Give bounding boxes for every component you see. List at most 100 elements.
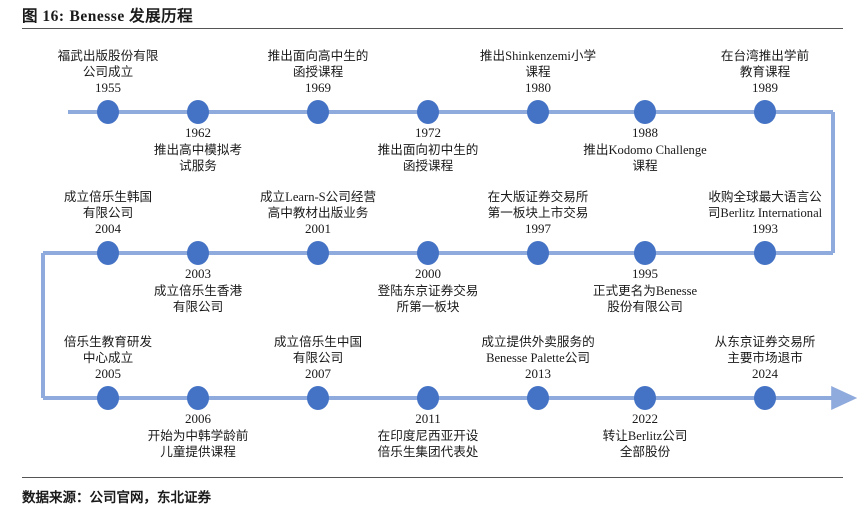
figure-source: 数据来源：公司官网，东北证券 (22, 490, 211, 505)
timeline-event-2011: 2011 在印度尼西亚开设倍乐生集团代表处 (378, 411, 479, 460)
event-description-line: 登陆东京证券交易 (377, 283, 479, 298)
event-year: 2003 (185, 266, 211, 281)
event-year: 1962 (185, 125, 211, 140)
event-description-line: 在大版证券交易所 (487, 190, 589, 204)
event-description-line: 儿童提供课程 (160, 444, 236, 459)
milestone-dot-2003[interactable] (187, 241, 209, 265)
figure-number: 图 16: (22, 8, 65, 25)
milestone-dot-1972[interactable] (417, 100, 439, 124)
event-description-line: 第一板块上市交易 (487, 206, 589, 221)
milestone-dot-1969[interactable] (307, 100, 329, 124)
event-description-line: 课程 (632, 158, 658, 173)
milestone-dot-1995[interactable] (634, 241, 656, 265)
event-year: 2001 (305, 221, 331, 237)
timeline-event-2022: 2022 转让Berlitz公司全部股份 (603, 411, 688, 460)
timeline-event-2003: 2003 成立倍乐生香港有限公司 (154, 266, 242, 315)
event-description-line: Benesse Palette公司 (486, 351, 590, 366)
timeline-event-2006: 2006 开始为中韩学龄前儿童提供课程 (148, 411, 249, 460)
event-year: 1989 (752, 80, 778, 96)
event-description-line: 司Berlitz International (707, 206, 823, 221)
milestone-dot-2005[interactable] (97, 386, 119, 410)
event-year: 2011 (415, 411, 441, 426)
milestone-dot-2006[interactable] (187, 386, 209, 410)
timeline-milestone-dots (97, 100, 776, 410)
event-description-line: 试服务 (179, 158, 217, 173)
milestone-dot-1962[interactable] (187, 100, 209, 124)
event-year: 2006 (185, 411, 211, 426)
event-description-line: 成立倍乐生香港 (153, 283, 243, 298)
event-description-line: 在印度尼西亚开设 (377, 428, 479, 443)
event-description-line: 公司成立 (82, 65, 134, 80)
milestone-dot-2000[interactable] (417, 241, 439, 265)
milestone-dot-1997[interactable] (527, 241, 549, 265)
milestone-dot-1955[interactable] (97, 100, 119, 124)
milestone-dot-1980[interactable] (527, 100, 549, 124)
event-year: 2022 (632, 411, 658, 426)
event-description-line: 有限公司 (82, 206, 134, 221)
event-year: 2007 (305, 366, 331, 382)
event-year: 1988 (631, 125, 658, 140)
event-description-line: 股份有限公司 (607, 299, 683, 314)
milestone-dot-2004[interactable] (97, 241, 119, 265)
event-description-line: 正式更名为Benesse (592, 283, 698, 298)
event-year: 1980 (524, 80, 551, 96)
milestone-dot-2024[interactable] (754, 386, 776, 410)
event-year: 1993 (751, 221, 778, 237)
event-description-line: 成立Learn-S公司经营 (259, 190, 377, 204)
event-description-line: 高中教材出版业务 (267, 206, 369, 221)
event-year: 2024 (752, 366, 778, 382)
milestone-dot-2007[interactable] (307, 386, 329, 410)
milestone-dot-2022[interactable] (634, 386, 656, 410)
event-description-line: 有限公司 (172, 299, 224, 314)
figure-title: 图 16:Benesse 发展历程 (22, 4, 193, 26)
event-year: 2004 (95, 221, 121, 237)
event-year: 2000 (415, 266, 441, 281)
event-description-line: 有限公司 (292, 351, 344, 366)
event-description-line: 推出面向高中生的 (267, 49, 369, 63)
milestone-dot-2013[interactable] (527, 386, 549, 410)
timeline-event-1962: 1962 推出高中模拟考试服务 (154, 125, 242, 174)
event-description-line: 收购全球最大语言公 (708, 190, 822, 204)
event-description-line: 福武出版股份有限 (57, 49, 159, 63)
event-description-line: 全部股份 (619, 444, 671, 459)
event-year: 1969 (305, 80, 331, 96)
event-description-line: 倍乐生集团代表处 (377, 444, 479, 459)
event-year: 1955 (95, 80, 121, 96)
event-description-line: 开始为中韩学龄前 (147, 428, 249, 443)
event-description-line: 推出高中模拟考 (153, 142, 243, 157)
event-year: 1995 (632, 266, 658, 281)
event-description-line: 推出Shinkenzemi小学 (479, 49, 597, 63)
milestone-dot-2001[interactable] (307, 241, 329, 265)
event-description-line: 成立倍乐生中国 (273, 335, 363, 349)
event-description-line: 在台湾推出学前 (720, 49, 810, 63)
milestone-dot-1989[interactable] (754, 100, 776, 124)
figure-title-text: Benesse 发展历程 (69, 8, 194, 25)
footer-divider (22, 477, 843, 478)
milestone-dot-1993[interactable] (754, 241, 776, 265)
event-description-line: 教育课程 (739, 65, 791, 80)
milestone-dot-2011[interactable] (417, 386, 439, 410)
event-description-line: 转让Berlitz公司 (602, 428, 688, 443)
milestone-dot-1988[interactable] (634, 100, 656, 124)
event-description-line: 从东京证券交易所 (714, 335, 816, 349)
event-description-line: 推出面向初中生的 (377, 142, 479, 157)
event-description-line: 成立提供外卖服务的 (481, 335, 595, 349)
event-description-line: 成立倍乐生韩国 (63, 190, 153, 204)
event-year: 1997 (525, 221, 551, 237)
event-year: 2013 (525, 366, 551, 382)
event-description-line: 倍乐生教育研发 (63, 335, 153, 349)
